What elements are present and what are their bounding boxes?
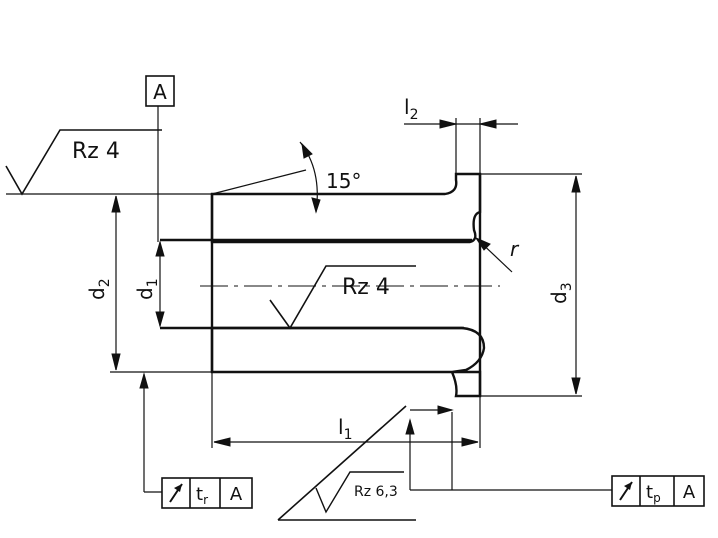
tolerance-frame-radial: tr A bbox=[161, 477, 253, 509]
tolerance-axial-datum: A bbox=[683, 482, 696, 503]
label-r: r bbox=[510, 237, 520, 261]
surface-finish-outer: Rz 4 bbox=[5, 129, 162, 196]
label-angle: 15° bbox=[326, 169, 361, 193]
svg-text:d3: d3 bbox=[547, 282, 575, 304]
label-l1: l1 bbox=[338, 415, 352, 443]
svg-text:d2: d2 bbox=[85, 278, 113, 300]
lower-wall-hatched bbox=[210, 326, 486, 398]
tolerance-radial-datum: A bbox=[230, 484, 243, 505]
label-d1: d1 bbox=[133, 278, 161, 300]
dimension-labels: d2 d1 d3 l1 l2 r 15° bbox=[85, 95, 575, 443]
datum-a-box: A bbox=[145, 75, 175, 107]
svg-text:d1: d1 bbox=[133, 278, 161, 300]
surface-finish-outer-text: Rz 4 bbox=[72, 139, 120, 164]
dimension-lines bbox=[6, 106, 612, 493]
runout-arrow-icon bbox=[619, 481, 633, 501]
label-d2: d2 bbox=[85, 278, 113, 300]
bushing-section bbox=[160, 172, 500, 398]
tolerance-frame-axial: tp A bbox=[611, 475, 705, 507]
surface-finish-bore-text: Rz 4 bbox=[342, 275, 390, 300]
surface-finish-bore: Rz 4 bbox=[269, 265, 416, 330]
surface-finish-face-text: Rz 6,3 bbox=[354, 484, 398, 500]
label-l2: l2 bbox=[404, 95, 418, 123]
tolerance-radial-value: tr bbox=[196, 484, 208, 507]
label-d3: d3 bbox=[547, 282, 575, 304]
upper-wall-hatched bbox=[210, 172, 482, 244]
datum-a-letter: A bbox=[153, 80, 167, 104]
tolerance-axial-value: tp bbox=[646, 482, 661, 505]
runout-arrow-icon bbox=[169, 483, 183, 503]
surface-finish-face: Rz 6,3 bbox=[277, 405, 416, 521]
